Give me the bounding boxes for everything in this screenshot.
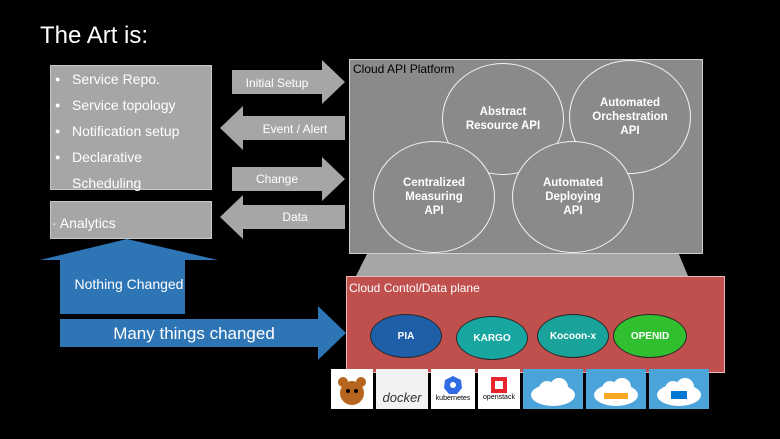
automated-deploying-api: Automated Deploying API [512, 141, 634, 253]
cloud-icon [594, 378, 638, 406]
plane-title: Cloud Contol/Data plane [349, 281, 480, 295]
kubernetes-icon [444, 375, 462, 394]
pia-item: PIA [370, 314, 442, 358]
initial-setup-arrow [232, 60, 345, 104]
mascot-logo [331, 369, 373, 409]
openstack-icon [491, 376, 507, 393]
centralized-measuring-api: Centralized Measuring API [373, 141, 495, 253]
data-label: Data [282, 210, 308, 224]
many-changed-arrow [60, 306, 346, 360]
vmware-logo [586, 369, 646, 409]
nothing-changed-label: Nothing Changed [74, 276, 184, 292]
page-title: The Art is: [40, 22, 149, 49]
cloud-icon [657, 378, 701, 406]
kocoon-x-item: Kocoon-x [537, 314, 609, 358]
change-arrow [232, 157, 345, 201]
many-changed-label: Many things changed [113, 324, 275, 343]
openid-item: OPENID [613, 314, 687, 358]
nothing-changed-arrow [40, 239, 218, 314]
analytics-label: · Analytics [52, 215, 116, 231]
docker-logo: docker [376, 369, 428, 409]
connector-shape [356, 252, 688, 276]
event-alert-arrow [220, 106, 345, 150]
mascot-icon [338, 377, 366, 405]
analytics-box: · Analytics [50, 201, 212, 239]
kubernetes-logo: kubernetes [431, 369, 475, 409]
change-label: Change [255, 172, 299, 186]
cloud-icon [531, 378, 575, 406]
openstack-logo: openstack [478, 369, 520, 409]
platform-title: Cloud API Platform [353, 62, 455, 76]
event-alert-label: Event / Alert [262, 122, 328, 136]
logo-strip: docker kubernetes openstack [331, 369, 709, 409]
kargo-item: KARGO [456, 316, 528, 360]
cloud-api-platform: Abstract Resource API Automated Orchestr… [349, 59, 703, 254]
data-arrow [220, 195, 345, 239]
initial-setup-label: Initial Setup [245, 76, 309, 90]
azure-logo [649, 369, 709, 409]
service-list-box: ●Service Repo. ●Service topology ●Notifi… [50, 65, 212, 191]
google-cloud-logo [523, 369, 583, 409]
